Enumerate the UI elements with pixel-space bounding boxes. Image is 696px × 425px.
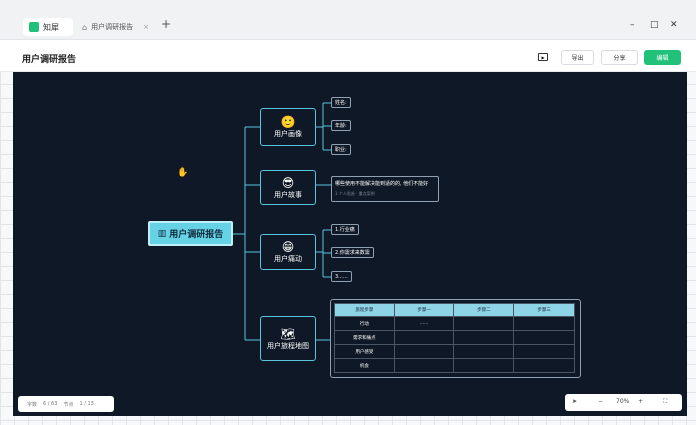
export-button[interactable]: 导出	[561, 50, 594, 65]
minimize-button[interactable]: –	[630, 20, 635, 30]
note-icon: ▥	[157, 228, 167, 239]
branch-node-story[interactable]: 😎 用户故事	[260, 170, 316, 205]
table-header: 步骤一	[393, 303, 455, 317]
fullscreen-icon[interactable]: ⛶	[663, 398, 668, 405]
zoom-controls: ➤ − 70% + ⛶	[565, 394, 682, 411]
table-cell[interactable]	[393, 330, 455, 345]
word-count-label: 字数	[27, 401, 38, 408]
table-cell[interactable]	[453, 316, 515, 331]
table-header: 步骤三	[513, 303, 575, 317]
map-icon: 🗺	[280, 326, 296, 341]
branch-node-pain[interactable]: 😁 用户痛动	[260, 234, 316, 270]
table-cell[interactable]: 用户感受	[334, 344, 395, 359]
smile-face-icon: 🙂	[280, 115, 296, 129]
table-row: 用户感受	[334, 344, 575, 359]
close-window-button[interactable]: ✕	[670, 20, 678, 30]
leaf-name[interactable]: 姓名:	[331, 97, 351, 108]
mindmap-canvas[interactable]: ✋ ▥ 用户调研报告 🙂 用户画像 😎 用户故事 😁 用户痛动 🗺 用户旅程地图…	[13, 72, 687, 416]
leaf-pain-2[interactable]: 2.你需求来数需	[331, 247, 374, 258]
page-title: 用户调研报告	[22, 55, 77, 65]
zoom-in-button[interactable]: +	[638, 398, 644, 405]
branch-node-journey[interactable]: 🗺 用户旅程地图	[260, 316, 316, 361]
table-header: 步骤二	[453, 303, 515, 317]
grin-face-icon: 😁	[281, 240, 295, 254]
story-text: 哪些使用不能解决能到适的的, 他们不能好	[335, 181, 429, 187]
branch-node-profile[interactable]: 🙂 用户画像	[260, 108, 316, 146]
story-note: 1 个人思虑 · 重点案例	[335, 191, 375, 196]
tab-document[interactable]: ⌂ 用户调研报告 ×	[82, 18, 154, 36]
locate-icon[interactable]: ➤	[572, 398, 578, 405]
tab-title: 用户调研报告	[91, 23, 134, 31]
table-cell[interactable]	[393, 344, 455, 359]
table-cell[interactable]	[453, 358, 515, 373]
mindmap-connectors	[233, 102, 331, 341]
edit-button[interactable]: 编辑	[644, 50, 681, 65]
branch-label: 用户画像	[274, 130, 302, 138]
word-count-value: 6 / 63	[43, 401, 58, 407]
table-cell[interactable]	[513, 358, 575, 373]
table-cell[interactable]	[513, 344, 575, 359]
branch-label: 用户痛动	[274, 255, 302, 263]
root-node[interactable]: ▥ 用户调研报告	[148, 221, 233, 246]
leaf-story[interactable]: 哪些使用不能解决能到适的的, 他们不能好 1 个人思虑 · 重点案例	[331, 176, 439, 202]
share-button[interactable]: 分享	[601, 50, 638, 65]
leaf-pain-1[interactable]: 1.行业痛	[331, 224, 359, 235]
table-cell[interactable]	[513, 316, 575, 331]
node-count-label: 节点	[63, 401, 74, 408]
table-cell[interactable]: 需求和痛点	[334, 330, 395, 345]
document-toolbar: 用户调研报告 ▶ 导出 分享 编辑	[0, 40, 696, 72]
leaf-job[interactable]: 职业:	[331, 144, 351, 155]
zoom-level: 70%	[616, 398, 630, 405]
app-name: 知犀	[43, 22, 59, 32]
hand-cursor-icon: ✋	[177, 168, 189, 178]
app-home-button[interactable]: 知犀	[23, 18, 73, 36]
maximize-button[interactable]: □	[650, 20, 659, 30]
close-tab-icon[interactable]: ×	[143, 23, 149, 31]
branch-label: 用户故事	[274, 190, 302, 199]
title-bar: 知犀 ⌂ 用户调研报告 × + – □ ✕	[0, 0, 696, 40]
table-row: 需求和痛点	[334, 330, 575, 345]
home-icon: ⌂	[82, 22, 88, 32]
leaf-pain-3[interactable]: 3......	[331, 271, 352, 282]
table-cell[interactable]: 机会	[334, 358, 395, 373]
add-tab-button[interactable]: +	[161, 17, 172, 31]
leaf-age[interactable]: 年龄:	[331, 120, 351, 131]
table-row: 行动 ......	[334, 316, 575, 331]
table-cell[interactable]	[513, 330, 575, 345]
node-count-value: 1 / 13	[79, 401, 94, 407]
table-header-row: 旅程步骤 步骤一 步骤二 步骤三	[334, 303, 575, 317]
table-cell[interactable]: 行动	[334, 316, 395, 331]
document-stats: 字数 6 / 63 节点 1 / 13	[18, 396, 114, 412]
sunglasses-face-icon: 😎	[281, 175, 295, 190]
branch-label: 用户旅程地图	[267, 341, 309, 350]
zoom-out-button[interactable]: −	[598, 398, 604, 405]
table-cell[interactable]	[453, 330, 515, 345]
table-cell[interactable]: ......	[393, 316, 455, 331]
table-cell[interactable]	[393, 358, 455, 373]
table-cell[interactable]	[453, 344, 515, 359]
journey-table[interactable]: 旅程步骤 步骤一 步骤二 步骤三 行动 ...... 需求和痛点 用户感受	[330, 299, 581, 378]
table-row: 机会	[334, 358, 575, 373]
app-logo-icon	[29, 22, 39, 32]
table-header: 旅程步骤	[334, 303, 395, 317]
root-node-label: 用户调研报告	[169, 230, 224, 240]
present-icon[interactable]: ▶	[538, 53, 548, 61]
